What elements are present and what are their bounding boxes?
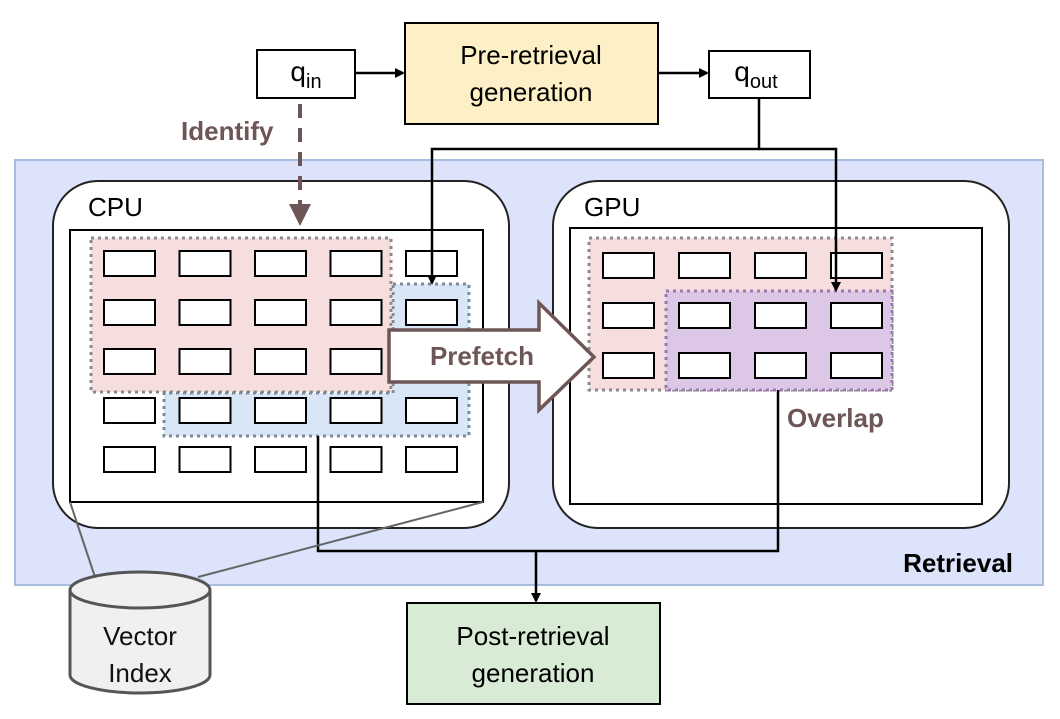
gpu-label: GPU (584, 192, 640, 222)
cpu-label: CPU (88, 192, 143, 222)
cpu-cell-r4-c3 (254, 397, 307, 424)
cpu-cell-r1-c2 (178, 250, 232, 277)
cpu-cell-r4-c1 (103, 397, 156, 424)
gpu-cell-r1-c1 (602, 252, 655, 279)
gpu-cell-r3-c3 (754, 352, 807, 379)
cpu-cell-r3-c4 (329, 348, 383, 375)
cpu-cell-r1-c1 (103, 250, 156, 277)
pre-retrieval-line1: Pre-retrieval (460, 40, 602, 70)
post-retrieval-line2: generation (472, 658, 595, 688)
cpu-cell-r1-c3 (254, 250, 307, 277)
gpu-cell-grid (602, 252, 883, 379)
identify-label: Identify (181, 116, 274, 146)
cpu-cell-r3-c2 (178, 348, 232, 375)
cpu-cell-r5-c4 (329, 446, 383, 473)
cpu-cell-r2-c4 (329, 299, 383, 326)
index-projection-left (69, 501, 96, 578)
qout-to-gpu-line (759, 147, 841, 292)
gpu-cell-r2-c3 (754, 302, 807, 329)
cpu-cell-r1-c4 (329, 250, 383, 277)
cpu-result-line (316, 436, 536, 553)
gpu-cell-r3-c1 (602, 352, 655, 379)
cpu-cell-r3-c3 (254, 348, 307, 375)
cpu-cell-r4-c4 (329, 397, 383, 424)
cpu-cell-r5-c2 (178, 446, 232, 473)
cpu-cell-r3-c1 (103, 348, 156, 375)
post-retrieval-node (406, 602, 661, 705)
cpu-cell-r4-c2 (178, 397, 232, 424)
retrieval-label: Retrieval (903, 548, 1013, 578)
gpu-result-line (536, 390, 780, 553)
gpu-cell-r3-c2 (678, 352, 731, 379)
pre-retrieval-node (404, 22, 659, 125)
q-out-label: qout (734, 56, 778, 93)
q-in-label: qin (290, 56, 321, 93)
vector-index-line2: Index (108, 658, 172, 688)
gpu-cell-r1-c2 (678, 252, 731, 279)
gpu-cell-r3-c4 (830, 352, 883, 379)
gpu-cell-r2-c1 (602, 302, 655, 329)
q-out-node (708, 50, 811, 99)
q-in-node (256, 49, 356, 99)
overlap-label: Overlap (787, 403, 884, 433)
prefetch-label: Prefetch (430, 341, 534, 371)
prefetch-arrow (387, 298, 597, 415)
cpu-cell-r5-c3 (254, 446, 307, 473)
cpu-cell-r2-c2 (178, 299, 232, 326)
cpu-cell-r4-c5 (405, 397, 458, 424)
cpu-cell-r5-c5 (405, 446, 458, 473)
cpu-cell-r2-c5 (405, 299, 458, 326)
cpu-cell-r2-c3 (254, 299, 307, 326)
index-projection-right (197, 501, 484, 578)
gpu-cell-r2-c2 (678, 302, 731, 329)
gpu-cell-r1-c3 (754, 252, 807, 279)
gpu-cell-r2-c4 (830, 302, 883, 329)
vector-index-line1: Vector (103, 621, 177, 651)
cpu-cell-r2-c1 (103, 299, 156, 326)
vector-index-cylinder (68, 570, 212, 695)
pre-retrieval-line2: generation (470, 77, 593, 107)
gpu-cell-r1-c4 (830, 252, 883, 279)
post-retrieval-line1: Post-retrieval (456, 621, 609, 651)
cpu-cell-r5-c1 (103, 446, 156, 473)
cpu-query-region (162, 282, 471, 438)
qout-to-cpu-line (427, 98, 761, 285)
